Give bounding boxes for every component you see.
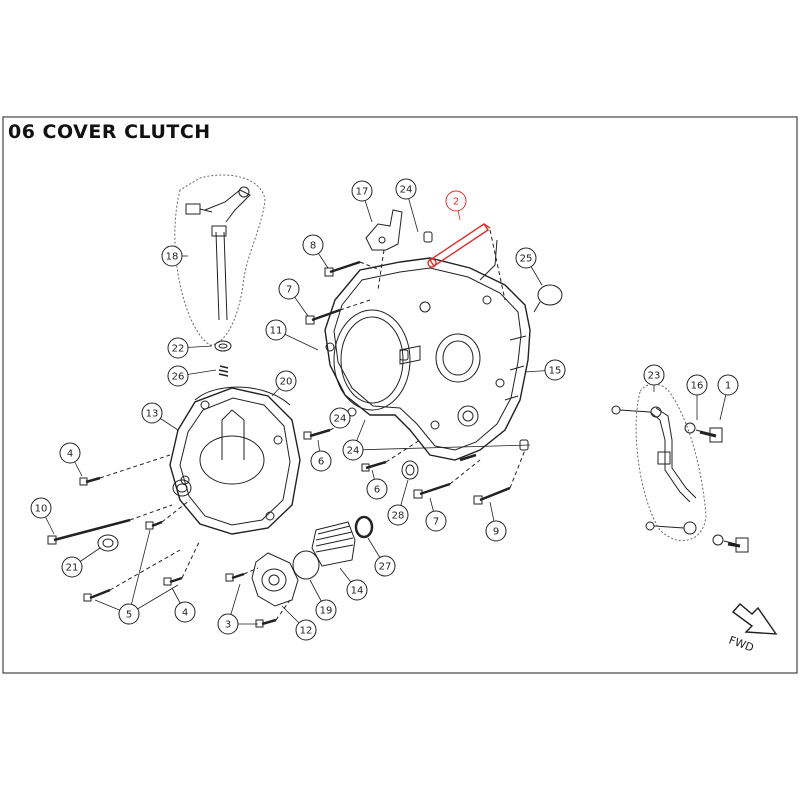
callout-circle-c7a <box>278 278 300 300</box>
outer-cover-part-13 <box>169 387 301 535</box>
callout-leader-c5 <box>128 529 151 615</box>
callout-label-c15: 15 <box>549 366 562 377</box>
group-outline-23 <box>635 383 707 542</box>
callout-label-c20: 20 <box>280 377 293 388</box>
callout-leader-c24c-0 <box>352 444 531 451</box>
callout-circle-c13 <box>141 402 163 424</box>
gasket-part-20 <box>194 386 291 406</box>
callout-label-c11: 11 <box>270 326 283 337</box>
callout-circle-c8 <box>302 234 324 256</box>
callout-label-c10: 10 <box>35 504 48 515</box>
callout-circle-c24b <box>329 407 351 429</box>
seal-part-21 <box>97 534 119 552</box>
callout-circle-c9 <box>485 520 507 542</box>
callout-label-c4a: 4 <box>67 449 73 460</box>
callout-label-c3: 3 <box>225 620 231 631</box>
bracket-part-17 <box>365 209 403 291</box>
callout-label-c27: 27 <box>379 562 392 573</box>
callout-label-c28: 28 <box>392 511 405 522</box>
callout-circle-c19 <box>315 599 337 621</box>
callout-circle-c18 <box>161 245 183 267</box>
callout-label-c4b: 4 <box>182 608 188 619</box>
callout-label-c24c: 24 <box>347 446 360 457</box>
callout-circle-c2 <box>445 190 467 212</box>
callout-label-c2: 2 <box>453 197 459 208</box>
callout-circle-c11 <box>265 319 287 341</box>
filter-assembly-lines <box>243 567 291 621</box>
callout-circle-c21 <box>61 556 83 578</box>
oil-line-group-23 <box>611 405 749 553</box>
callout-label-c6b: 6 <box>374 485 380 496</box>
callout-circle-c7b <box>425 510 447 532</box>
callout-label-c1: 1 <box>725 381 731 392</box>
callout-circle-c22 <box>167 337 189 359</box>
callout-circle-c15 <box>544 359 566 381</box>
callout-circle-c28 <box>387 504 409 526</box>
callout-label-c13: 13 <box>146 409 159 420</box>
fwd-arrow-icon <box>731 603 778 635</box>
callout-label-c16: 16 <box>691 381 704 392</box>
callout-circle-c24a <box>395 178 417 200</box>
oil-seal-28 <box>401 460 419 480</box>
page-title: 06 COVER CLUTCH <box>8 121 211 143</box>
callout-label-c7a: 7 <box>286 285 292 296</box>
callout-label-c26: 26 <box>172 372 185 383</box>
callout-label-c24b: 24 <box>334 414 347 425</box>
callout-circle-c4a <box>59 442 81 464</box>
callout-circle-c12 <box>295 619 317 641</box>
callout-circle-c10 <box>30 497 52 519</box>
kick-shaft-part-18 <box>185 186 251 321</box>
callout-circle-c6a <box>310 450 332 472</box>
assembly-lines <box>329 261 526 489</box>
callout-circle-c17 <box>351 180 373 202</box>
cover-bolts <box>303 260 511 505</box>
outer-assembly-lines <box>99 454 201 591</box>
oil-filter-group <box>251 515 374 607</box>
callout-label-c21: 21 <box>66 563 79 574</box>
callout-label-c19: 19 <box>320 606 333 617</box>
washer-spring <box>214 340 232 377</box>
callout-circle-c20 <box>275 370 297 392</box>
shaft-part-2 <box>427 223 491 268</box>
callout-label-c8: 8 <box>310 241 316 252</box>
callout-label-c14: 14 <box>351 586 364 597</box>
clutch-cover-part <box>324 239 531 461</box>
callout-label-c5: 5 <box>126 610 132 621</box>
callout-label-c24a: 24 <box>400 185 413 196</box>
outer-cover-bolts <box>47 476 277 628</box>
callout-circle-c16 <box>686 374 708 396</box>
dowel-pins <box>399 231 529 451</box>
callout-label-c17: 17 <box>356 187 369 198</box>
parts-artwork <box>47 174 778 635</box>
callout-circle-c6b <box>366 478 388 500</box>
callout-circle-c3 <box>217 613 239 635</box>
callout-label-c9: 9 <box>493 527 499 538</box>
callout-circle-c25 <box>515 247 537 269</box>
callout-circle-c24c <box>342 439 364 461</box>
callout-label-c22: 22 <box>172 344 185 355</box>
callout-circle-c23 <box>643 364 665 386</box>
diagram-border <box>2 116 798 674</box>
callout-label-c23: 23 <box>648 371 661 382</box>
group-outline-18 <box>174 174 266 346</box>
callout-label-c25: 25 <box>520 254 533 265</box>
callout-circle-c26 <box>167 365 189 387</box>
callout-label-c12: 12 <box>300 626 313 637</box>
callout-circle-c27 <box>374 555 396 577</box>
callout-label-c18: 18 <box>166 252 179 263</box>
callout-circle-c5 <box>118 603 140 625</box>
callout-circle-c4b <box>174 601 196 623</box>
plug-part-25 <box>533 284 563 313</box>
callout-circle-c1 <box>717 374 739 396</box>
callout-label-c6a: 6 <box>318 457 324 468</box>
callout-circle-c14 <box>346 579 368 601</box>
callout-label-c7b: 7 <box>433 517 439 528</box>
fwd-label: FWD <box>727 634 756 655</box>
